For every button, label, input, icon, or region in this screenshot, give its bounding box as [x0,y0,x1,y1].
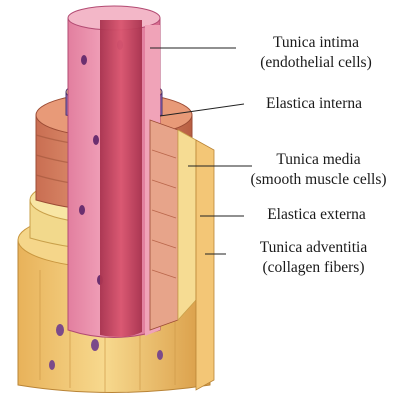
label-tunica-adventitia-line1: Tunica adventitia [226,238,401,258]
lumen-shape [100,20,142,337]
label-tunica-intima-line2: (endothelial cells) [236,53,396,73]
label-elastica-interna-line1: Elastica interna [244,94,384,114]
label-tunica-adventitia: Tunica adventitia (collagen fibers) [226,238,401,278]
label-elastica-externa-line1: Elastica externa [244,205,389,225]
label-tunica-adventitia-line2: (collagen fibers) [226,258,401,278]
label-tunica-intima-line1: Tunica intima [236,33,396,53]
label-tunica-media-line2: (smooth muscle cells) [226,170,411,190]
label-elastica-interna: Elastica interna [244,94,384,114]
label-tunica-media: Tunica media (smooth muscle cells) [226,150,411,190]
label-elastica-externa: Elastica externa [244,205,389,225]
label-tunica-media-line1: Tunica media [226,150,411,170]
label-tunica-intima: Tunica intima (endothelial cells) [236,33,396,73]
